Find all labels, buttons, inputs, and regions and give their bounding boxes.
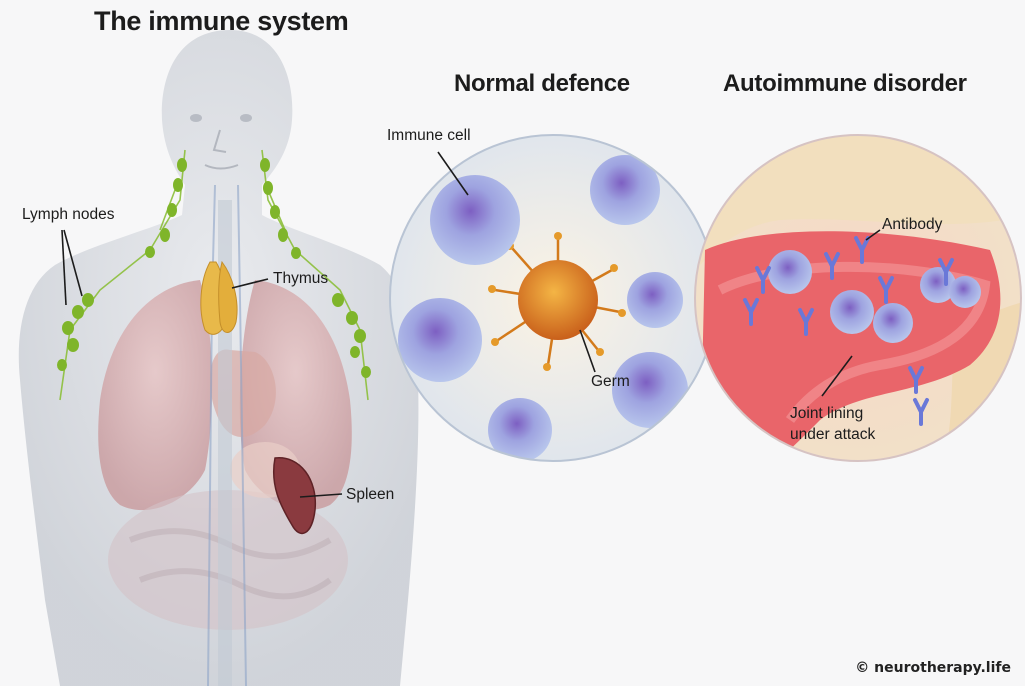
normal-defence-heading: Normal defence (454, 70, 630, 97)
immune-cells (398, 155, 688, 461)
autoimmune-heading: Autoimmune disorder (723, 70, 967, 97)
label-spleen: Spleen (346, 486, 395, 503)
lymph-nodes (57, 158, 371, 378)
label-germ: Germ (591, 373, 630, 390)
label-joint-lining-line1: Joint lining (790, 405, 864, 422)
antibodies (743, 236, 954, 426)
label-lymph-nodes: Lymph nodes (22, 206, 115, 223)
normal-defence-circle (389, 134, 717, 462)
page-title: The immune system (94, 6, 349, 36)
normal-leader-lines (437, 151, 596, 373)
leader-lines (61, 229, 343, 498)
credit-watermark: © neurotherapy.life (855, 660, 1011, 676)
label-joint-lining-line2: under attack (790, 426, 876, 443)
spleen-organ (272, 457, 317, 535)
label-thymus: Thymus (273, 270, 329, 287)
thymus-organ (200, 260, 238, 335)
autoimmune-leader-lines (821, 229, 881, 397)
label-immune-cell: Immune cell (387, 127, 471, 144)
label-antibody: Antibody (882, 216, 943, 233)
germ (488, 232, 626, 371)
autoimmune-circle (694, 134, 1022, 462)
